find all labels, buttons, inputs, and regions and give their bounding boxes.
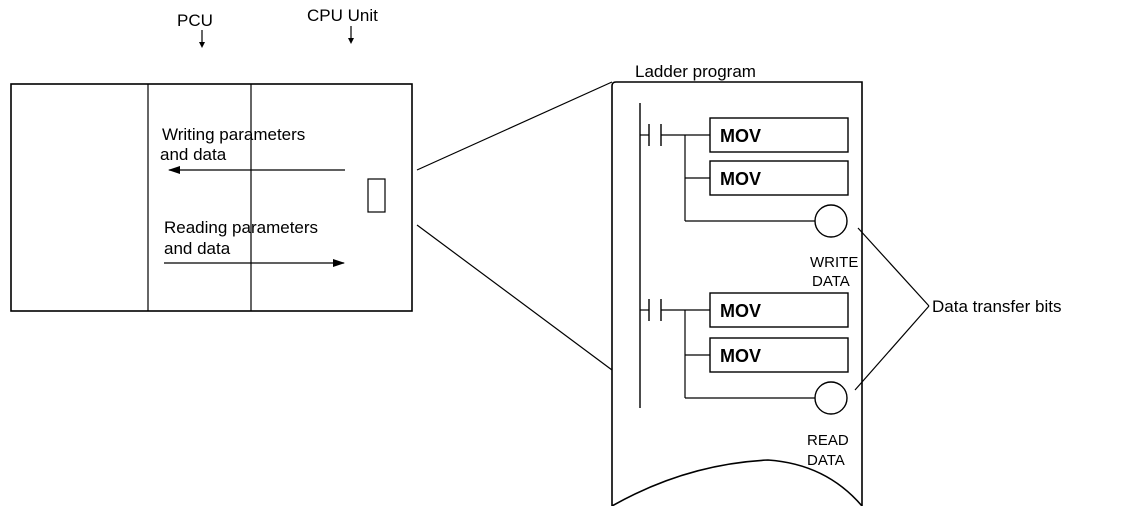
write-coil-label-line2: DATA [812,273,850,290]
ladder-rung-write: MOV MOV WRITE DATA [640,117,858,290]
mov-label-read-1: MOV [720,301,761,321]
callout-line-read [854,305,930,391]
memory-block [367,178,386,213]
mov-label-write-2: MOV [720,169,761,189]
mov-box-read-1 [709,292,849,328]
reading-label-line1: Reading parameters [164,218,318,237]
mov-box-read-2 [709,337,849,373]
mov-label-write-1: MOV [720,126,761,146]
pcu-pointer-head [199,42,205,48]
pcu-label: PCU [177,11,213,30]
writing-label-line1: Writing parameters [162,125,305,144]
data-transfer-bits-label: Data transfer bits [932,297,1061,316]
mov-box-write-1 [709,117,849,153]
ladder-title: Ladder program [635,62,756,81]
reading-label-line2: and data [164,239,231,258]
read-coil-label-line1: READ [807,432,849,449]
write-coil-label-line1: WRITE [810,254,858,271]
mov-label-read-2: MOV [720,346,761,366]
writing-label-line2: and data [160,145,227,164]
ladder-sheet [611,81,863,509]
read-coil-label-line2: DATA [807,452,845,469]
cpu-pointer-head [348,38,354,44]
zoom-line-bottom [416,224,613,371]
read-data-coil [814,381,848,415]
ladder-rung-read: MOV MOV READ DATA [640,292,849,469]
cpu-unit-label: CPU Unit [307,6,378,25]
plc-rack [10,83,413,312]
callout-line-write [857,227,930,307]
zoom-line-top [416,81,613,171]
write-data-coil [814,204,848,238]
mov-box-write-2 [709,160,849,196]
